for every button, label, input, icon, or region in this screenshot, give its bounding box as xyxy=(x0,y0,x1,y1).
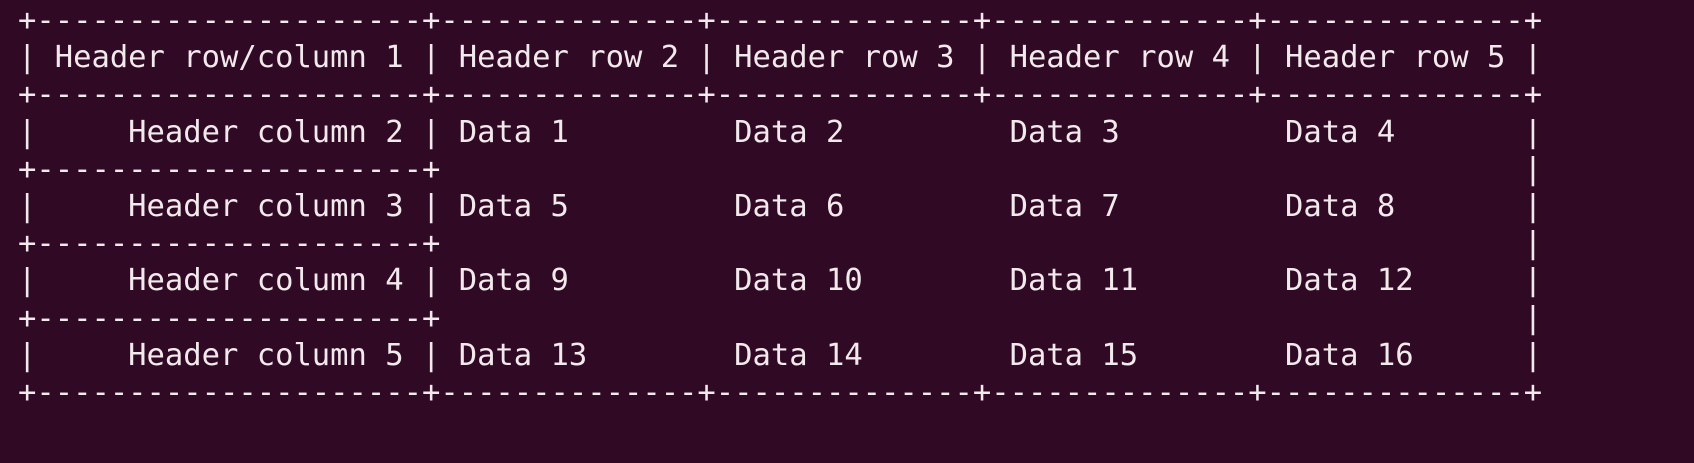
table-row-separator: +---------------------+ | xyxy=(18,300,1543,336)
table-header-row: | Header row/column 1 | Header row 2 | H… xyxy=(18,40,1543,76)
table-border-top: +---------------------+--------------+--… xyxy=(18,3,1543,38)
table-row: | Header column 2 | Data 1 Data 2 Data 3… xyxy=(18,114,1543,150)
table-row: | Header column 3 | Data 5 Data 6 Data 7… xyxy=(18,188,1543,224)
table-row: | Header column 4 | Data 9 Data 10 Data … xyxy=(18,263,1543,299)
table-row-separator: +---------------------+ | xyxy=(18,226,1543,262)
table-border-under-header: +---------------------+--------------+--… xyxy=(18,77,1543,113)
table-border-bottom: +---------------------+--------------+--… xyxy=(18,374,1543,410)
table-row-separator: +---------------------+ | xyxy=(18,151,1543,187)
ascii-art-table: +---------------------+--------------+--… xyxy=(18,2,1542,411)
table-row: | Header column 5 | Data 13 Data 14 Data… xyxy=(18,337,1543,373)
